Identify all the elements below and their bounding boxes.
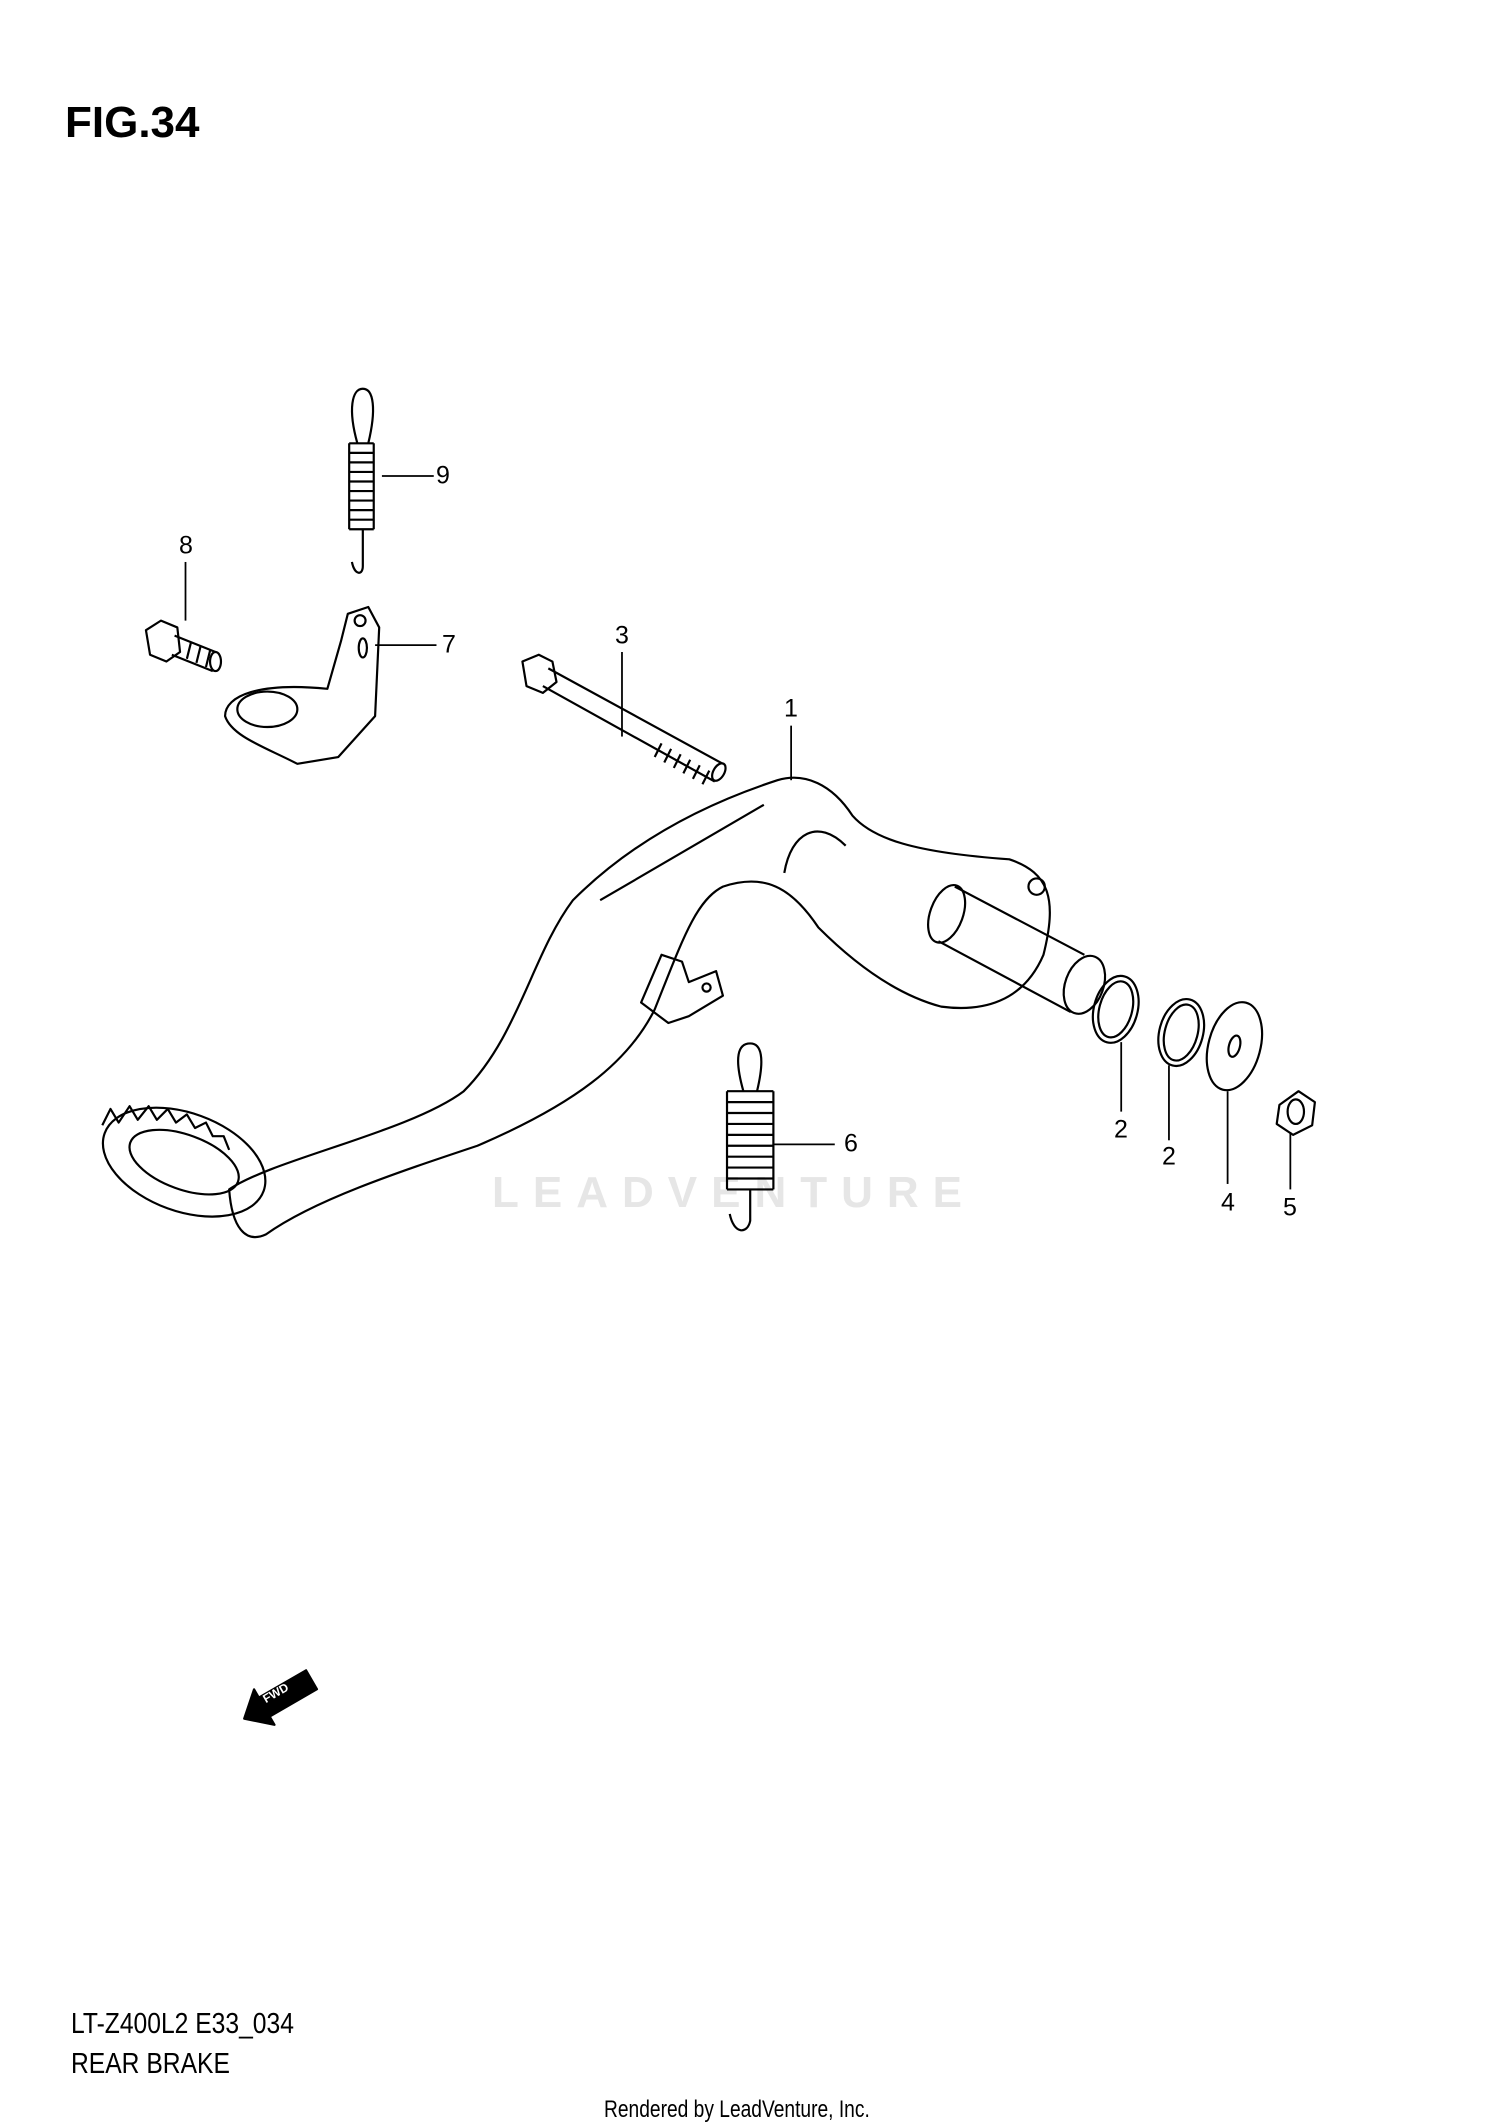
pivot-shaft (937, 885, 1085, 1014)
bolt-part-8 (144, 619, 223, 673)
bracket-part-7 (223, 605, 381, 765)
callout-5: 5 (1283, 1193, 1297, 1222)
callout-7: 7 (442, 630, 456, 659)
leader-lines (184, 475, 1292, 1190)
spring-part-9 (348, 387, 375, 574)
nut-part-5 (1275, 1090, 1316, 1136)
callout-2: 2 (1162, 1142, 1176, 1171)
washer-part-4 (1205, 1001, 1264, 1092)
pedal-arm-outline (228, 776, 1051, 1239)
fwd-arrow-icon (243, 1669, 319, 1726)
callout-2: 2 (1114, 1115, 1128, 1144)
clevis-tab (639, 953, 725, 1025)
bolt-part-3 (521, 653, 727, 785)
o-ring-part-2 (1091, 974, 1140, 1044)
figure-title: FIG.34 (65, 98, 200, 147)
render-credit: Rendered by LeadVenture, Inc. (604, 2096, 870, 2123)
callout-4: 4 (1221, 1188, 1235, 1217)
pedal-tread (101, 1106, 267, 1218)
model-code: LT-Z400L2 E33_034 (71, 2008, 294, 2040)
o-ring-part-2b (1157, 998, 1206, 1068)
callout-8: 8 (179, 531, 193, 560)
brake-pedal-part-1 (101, 776, 1107, 1239)
spring-part-6 (725, 1042, 775, 1232)
arm-edge-line (599, 803, 765, 902)
callout-1: 1 (784, 694, 798, 723)
callout-3: 3 (615, 621, 629, 650)
section-title: REAR BRAKE (71, 2048, 230, 2080)
callout-9: 9 (436, 461, 450, 490)
callout-6: 6 (844, 1129, 858, 1158)
